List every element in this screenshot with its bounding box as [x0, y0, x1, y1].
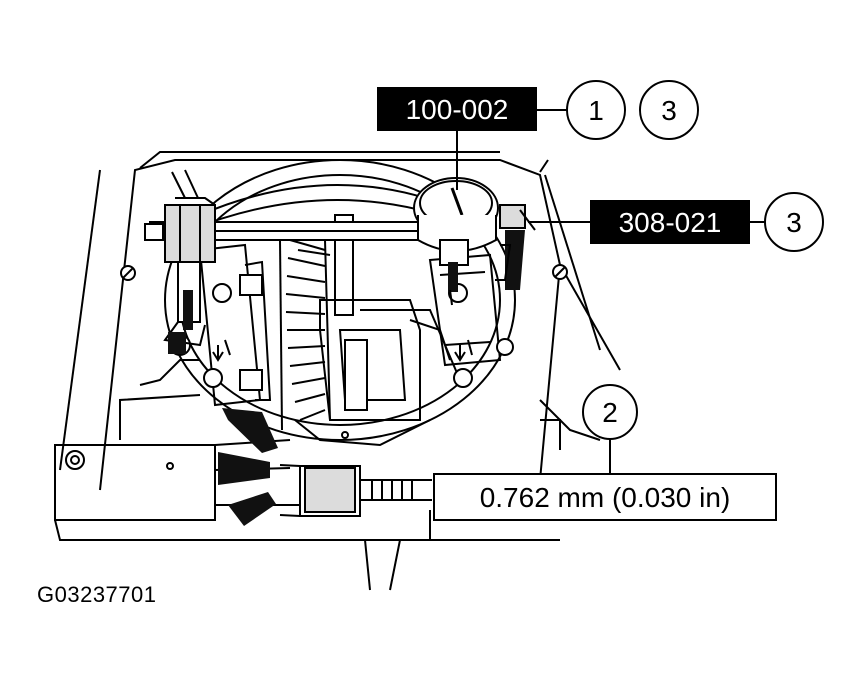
label-measurement: 0.762 mm (0.030 in)	[433, 438, 777, 521]
svg-text:1: 1	[588, 95, 604, 126]
label-308-021-text: 308-021	[619, 207, 722, 238]
callout-3-right: 3	[764, 192, 824, 252]
svg-text:3: 3	[786, 207, 802, 238]
label-308-021: 308-021	[528, 200, 765, 244]
label-measurement-text: 0.762 mm (0.030 in)	[480, 482, 731, 513]
feeler-gauge	[279, 464, 432, 517]
svg-text:2: 2	[602, 397, 618, 428]
label-100-002-text: 100-002	[406, 94, 509, 125]
figure-id: G03237701	[37, 582, 157, 607]
gear-teeth	[279, 234, 331, 431]
gap-indicator-arrows	[218, 408, 278, 526]
svg-text:3: 3	[661, 95, 677, 126]
indicator-mount-bar	[144, 169, 471, 354]
label-100-002: 100-002	[377, 87, 568, 190]
callout-1: 1	[566, 80, 626, 140]
dial-indicator	[413, 177, 536, 306]
callout-3-top: 3	[639, 80, 699, 140]
callout-2: 2	[582, 384, 638, 440]
